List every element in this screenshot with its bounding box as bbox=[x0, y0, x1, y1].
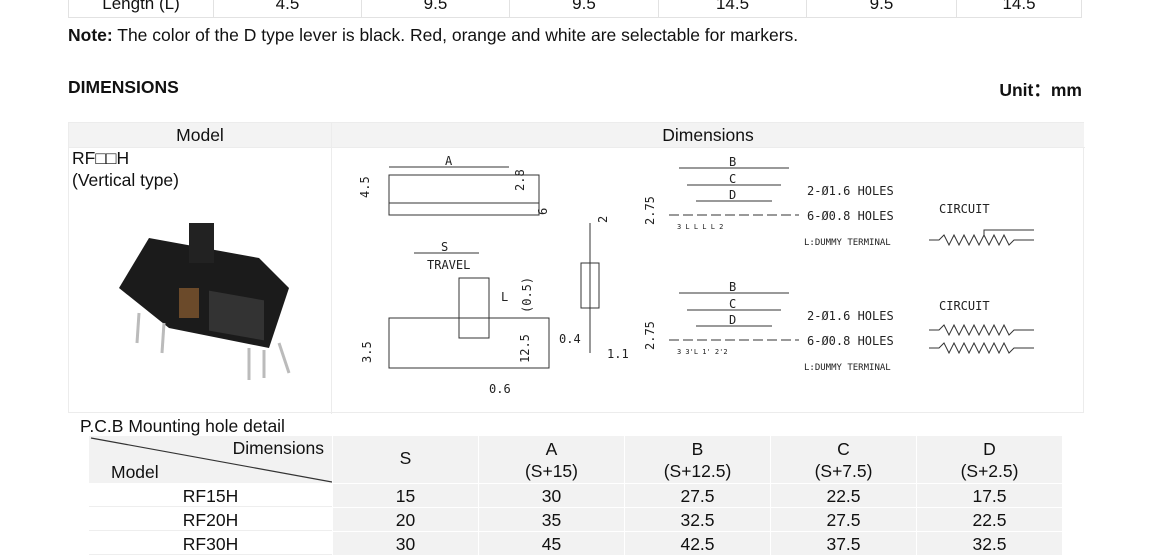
dim-2-8: 2.8 bbox=[513, 169, 527, 191]
corner-cell: Dimensions Model bbox=[89, 436, 332, 483]
cell: 9.5 bbox=[510, 0, 659, 17]
cell: 20 bbox=[332, 508, 478, 531]
pcb-table: Dimensions Model S A(S+15) B(S+12.5) C(S… bbox=[89, 436, 1063, 556]
dim-c: C bbox=[729, 172, 736, 186]
cell: 45 bbox=[478, 532, 624, 555]
circuit-label: CIRCUIT bbox=[939, 202, 990, 216]
section-title: DIMENSIONS bbox=[68, 77, 179, 97]
cell: 37.5 bbox=[770, 532, 916, 555]
model-cell: RF30H bbox=[89, 532, 332, 555]
cell: 15 bbox=[332, 484, 478, 507]
cell: 22.5 bbox=[916, 508, 1062, 531]
dim-2-75: 2.75 bbox=[643, 321, 657, 350]
model-cell: RF15H bbox=[89, 484, 332, 507]
dummy-terminal: L:DUMMY TERMINAL bbox=[804, 363, 891, 373]
cell: 17.5 bbox=[916, 484, 1062, 507]
dim-4-5: 4.5 bbox=[358, 176, 372, 198]
holes-0-8: 6-Ø0.8 HOLES bbox=[807, 209, 894, 223]
cell: 27.5 bbox=[770, 508, 916, 531]
cell: 14.5 bbox=[659, 0, 807, 17]
header-c: C(S+7.5) bbox=[770, 436, 916, 483]
dim-0-4: 0.4 bbox=[559, 332, 581, 346]
pin-labels: 3 3'L 1' 2'2 bbox=[677, 348, 728, 356]
dim-d: D bbox=[729, 188, 736, 202]
cell: 27.5 bbox=[624, 484, 770, 507]
holes-1-6: 2-Ø1.6 HOLES bbox=[807, 309, 894, 323]
cell: 9.5 bbox=[807, 0, 957, 17]
holes-0-8: 6-Ø0.8 HOLES bbox=[807, 334, 894, 348]
dim-b: B bbox=[729, 155, 736, 169]
model-type: (Vertical type) bbox=[72, 170, 179, 190]
note: Note: The color of the D type lever is b… bbox=[68, 25, 798, 46]
dimension-drawing: A 4.5 2.8 6 S TRAVEL L (0.5) 12.5 3.5 0.… bbox=[358, 154, 1034, 396]
dim-6: 6 bbox=[536, 208, 550, 215]
corner-bottom: Model bbox=[111, 462, 159, 482]
header-model: Model bbox=[69, 123, 331, 147]
dimensions-table: Model Dimensions RF□□H (Vertical type) A… bbox=[68, 122, 1085, 414]
model-cell: RF20H bbox=[89, 508, 332, 531]
cell: 9.5 bbox=[362, 0, 510, 17]
cell: 32.5 bbox=[624, 508, 770, 531]
row-label: Length (L) bbox=[69, 0, 214, 17]
cell: 4.5 bbox=[214, 0, 362, 17]
dim-2-75: 2.75 bbox=[643, 196, 657, 225]
travel-label: TRAVEL bbox=[427, 258, 470, 272]
header-dimensions: Dimensions bbox=[332, 123, 1084, 147]
cell: 30 bbox=[478, 484, 624, 507]
product-photo bbox=[119, 223, 291, 380]
unit-label: Unit：mm bbox=[999, 80, 1082, 100]
header-a: A(S+15) bbox=[478, 436, 624, 483]
cell: 32.5 bbox=[916, 532, 1062, 555]
cell: 22.5 bbox=[770, 484, 916, 507]
dim-1-1: 1.1 bbox=[607, 347, 629, 361]
header-d: D(S+2.5) bbox=[916, 436, 1062, 483]
dim-d: D bbox=[729, 313, 736, 327]
table-row: RF30H 30 45 42.5 37.5 32.5 bbox=[89, 532, 1063, 556]
dim-0-5: (0.5) bbox=[520, 277, 534, 313]
holes-1-6: 2-Ø1.6 HOLES bbox=[807, 184, 894, 198]
pcb-title: P.C.B Mounting hole detail bbox=[80, 416, 285, 436]
header-row: Dimensions Model S A(S+15) B(S+12.5) C(S… bbox=[89, 436, 1063, 484]
dim-3-5: 3.5 bbox=[360, 341, 374, 363]
cell: 35 bbox=[478, 508, 624, 531]
dummy-terminal: L:DUMMY TERMINAL bbox=[804, 238, 891, 248]
dim-b: B bbox=[729, 280, 736, 294]
corner-top: Dimensions bbox=[232, 438, 324, 458]
dim-s: S bbox=[441, 240, 448, 254]
dim-2: 2 bbox=[596, 216, 610, 223]
dim-a: A bbox=[445, 154, 453, 168]
length-row: Length (L) 4.5 9.5 9.5 14.5 9.5 14.5 bbox=[68, 0, 1082, 18]
circuit-label: CIRCUIT bbox=[939, 299, 990, 313]
dim-l: L bbox=[501, 290, 508, 304]
model-name: RF□□H bbox=[72, 148, 130, 168]
table-row: RF20H 20 35 32.5 27.5 22.5 bbox=[89, 508, 1063, 532]
dim-12-5: 12.5 bbox=[518, 334, 532, 363]
pin-labels: 3 L L L L 2 bbox=[677, 223, 723, 231]
table-row: RF15H 15 30 27.5 22.5 17.5 bbox=[89, 484, 1063, 508]
note-text: The color of the D type lever is black. … bbox=[112, 25, 799, 45]
header-s: S bbox=[332, 436, 478, 483]
cell: 42.5 bbox=[624, 532, 770, 555]
note-label: Note: bbox=[68, 25, 113, 45]
dim-0-6: 0.6 bbox=[489, 382, 511, 396]
header-b: B(S+12.5) bbox=[624, 436, 770, 483]
cell: 30 bbox=[332, 532, 478, 555]
dim-c: C bbox=[729, 297, 736, 311]
cell: 14.5 bbox=[1002, 0, 1036, 13]
